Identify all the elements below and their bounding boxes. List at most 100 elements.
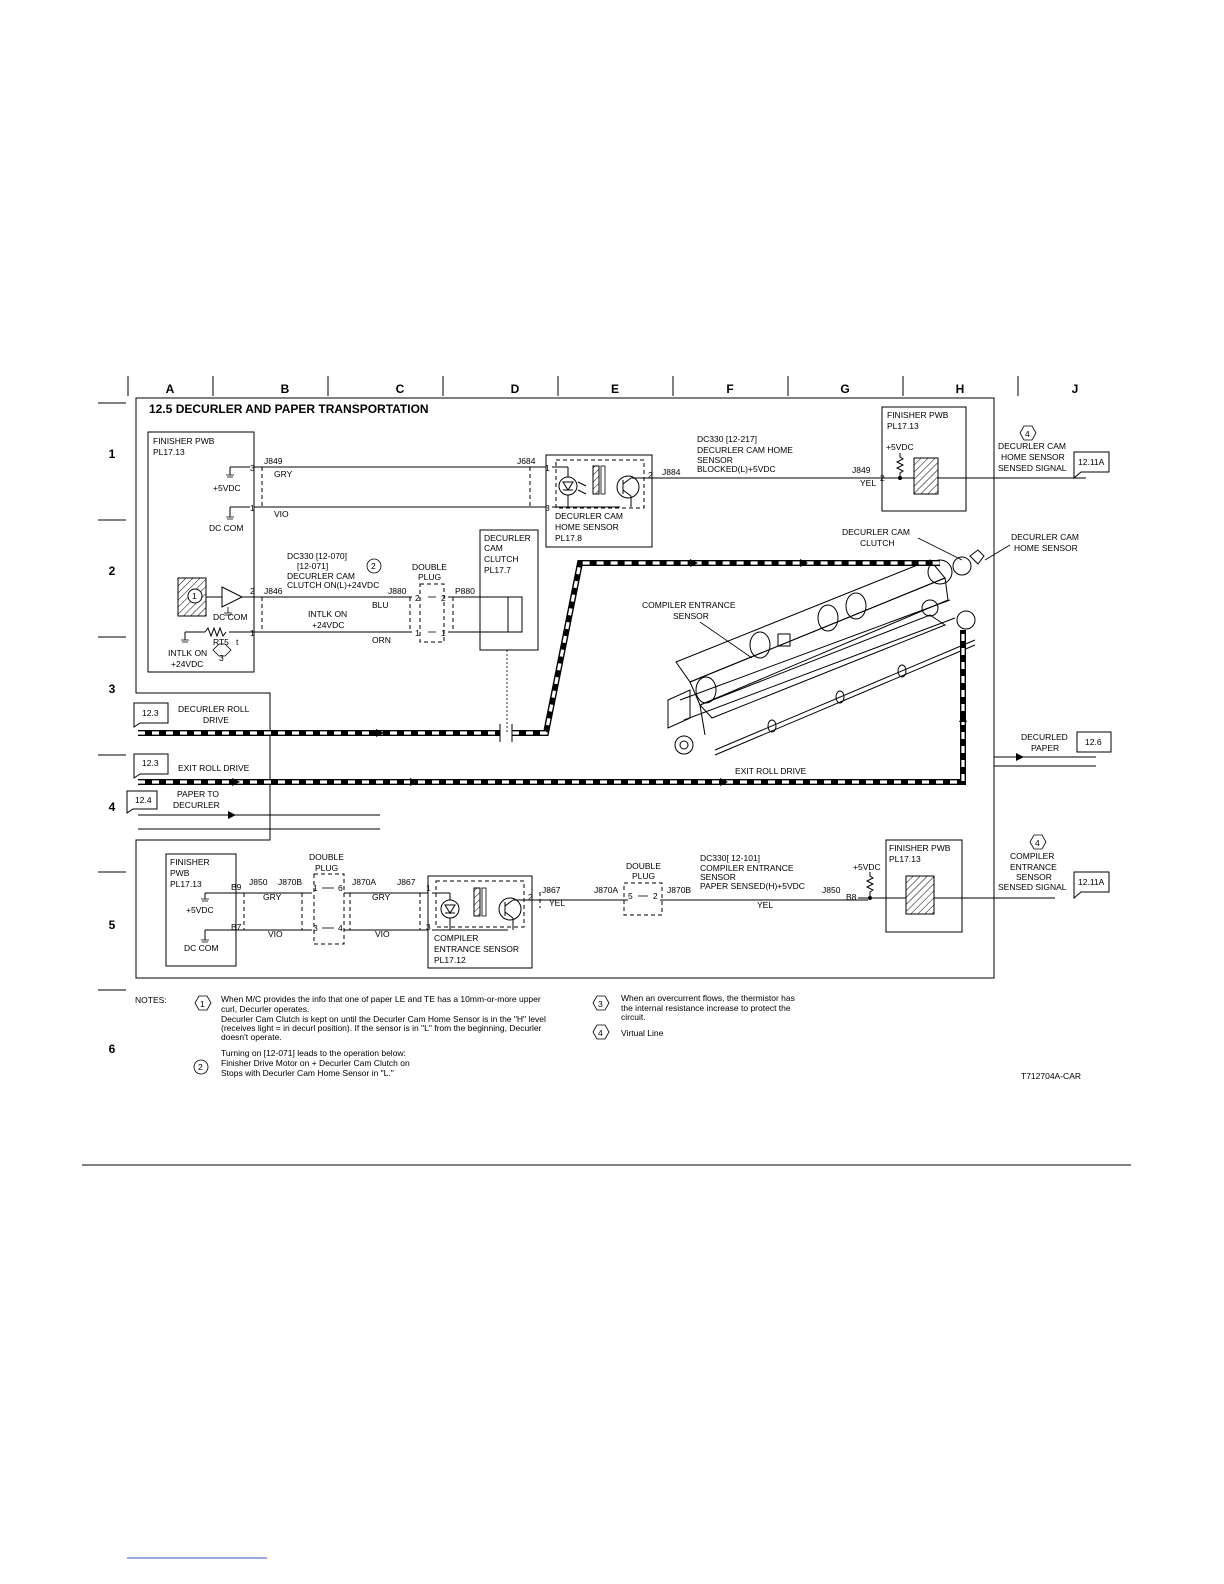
svg-text:3: 3 xyxy=(313,923,318,933)
double-plug-j880: DOUBLE PLUG 2 2 1 1 P880 xyxy=(412,562,508,643)
decurler-cam-clutch-box: DECURLER CAM CLUTCH PL17.7 xyxy=(479,529,539,733)
svg-text:1: 1 xyxy=(200,999,205,1009)
svg-text:J850: J850 xyxy=(822,885,841,895)
svg-text:J849: J849 xyxy=(852,465,871,475)
svg-text:12.4: 12.4 xyxy=(135,795,152,805)
svg-text:Stops with Decurler Cam Home S: Stops with Decurler Cam Home Sensor in "… xyxy=(221,1068,394,1078)
svg-text:YEL: YEL xyxy=(757,900,773,910)
svg-text:SENSOR: SENSOR xyxy=(697,455,733,465)
svg-text:(receives light = in decurl po: (receives light = in decurl position). I… xyxy=(221,1023,542,1033)
col-label: J xyxy=(1072,382,1079,396)
signal-cam-home: 4 DECURLER CAM HOME SENSOR SENSED SIGNAL… xyxy=(998,425,1110,480)
decurler-cam-home-sensor: 2 DECURLER CAM HOME SENSOR PL17.8 xyxy=(545,454,653,548)
svg-text:PWB: PWB xyxy=(170,868,190,878)
svg-text:SENSOR: SENSOR xyxy=(700,872,736,882)
svg-text:VIO: VIO xyxy=(268,929,283,939)
notes: NOTES: 1 When M/C provides the info that… xyxy=(135,993,1081,1081)
col-label: D xyxy=(511,382,520,396)
svg-text:DC COM: DC COM xyxy=(209,523,243,533)
svg-text:DC COM: DC COM xyxy=(213,612,247,622)
svg-text:J870A: J870A xyxy=(352,877,376,887)
svg-text:PL17.13: PL17.13 xyxy=(889,854,921,864)
row-label: 1 xyxy=(109,447,116,461)
svg-text:the internal resistance increa: the internal resistance increase to prot… xyxy=(621,1003,791,1013)
svg-text:HOME SENSOR: HOME SENSOR xyxy=(555,522,619,532)
svg-text:1: 1 xyxy=(415,628,420,638)
svg-text:1: 1 xyxy=(426,883,431,893)
col-label: G xyxy=(840,382,849,396)
svg-text:circuit.: circuit. xyxy=(621,1012,646,1022)
svg-text:DECURLER CAM: DECURLER CAM xyxy=(555,511,623,521)
svg-text:DECURLER ROLL: DECURLER ROLL xyxy=(178,704,250,714)
harness-j850-j870b: J850 J870B GRY VIO xyxy=(236,877,312,939)
svg-text:PAPER: PAPER xyxy=(1031,743,1059,753)
svg-text:ENTRANCE: ENTRANCE xyxy=(1010,862,1057,872)
drive-labels: 12.3 DECURLER ROLL DRIVE 12.3 EXIT ROLL … xyxy=(126,702,1112,814)
svg-text:6: 6 xyxy=(338,883,343,893)
row-label: 4 xyxy=(109,800,116,814)
double-plug-bottom-left: DOUBLE PLUG 1 6 3 4 xyxy=(309,852,345,945)
row-label: 3 xyxy=(109,682,116,696)
svg-text:DECURLER: DECURLER xyxy=(173,800,220,810)
svg-text:EXIT ROLL DRIVE: EXIT ROLL DRIVE xyxy=(735,766,807,776)
finisher-pwb-bottom-left: FINISHER PWB PL17.13 B9 +5VDC B7 DC COM xyxy=(165,853,242,967)
svg-text:PAPER TO: PAPER TO xyxy=(177,789,219,799)
dc330-clutch-label: DC330 [12-070] [12-071] DECURLER CAM CLU… xyxy=(287,551,382,590)
svg-text:1: 1 xyxy=(250,503,255,513)
svg-text:DOUBLE: DOUBLE xyxy=(626,861,661,871)
drive-paths xyxy=(138,559,1096,830)
svg-text:DC COM: DC COM xyxy=(184,943,218,953)
svg-text:ENTRANCE SENSOR: ENTRANCE SENSOR xyxy=(434,944,519,954)
svg-text:GRY: GRY xyxy=(372,892,391,902)
row-label: 6 xyxy=(109,1042,116,1056)
svg-text:+24VDC: +24VDC xyxy=(171,659,203,669)
svg-text:3: 3 xyxy=(250,463,255,473)
svg-text:2: 2 xyxy=(198,1062,203,1072)
svg-text:PL17.7: PL17.7 xyxy=(484,565,511,575)
svg-text:BLOCKED(L)+5VDC: BLOCKED(L)+5VDC xyxy=(697,464,776,474)
col-label: A xyxy=(166,382,175,396)
svg-text:PL17.12: PL17.12 xyxy=(434,955,466,965)
harness-j870a-j867: J870A J867 GRY VIO xyxy=(344,877,428,939)
svg-text:1: 1 xyxy=(250,628,255,638)
svg-text:B9: B9 xyxy=(231,882,242,892)
svg-text:Turning on [12-071] leads to t: Turning on [12-071] leads to the operati… xyxy=(221,1048,406,1058)
svg-text:CLUTCH ON(L)+24VDC: CLUTCH ON(L)+24VDC xyxy=(287,580,379,590)
svg-text:DECURLER CAM: DECURLER CAM xyxy=(842,527,910,537)
row-label: 5 xyxy=(109,918,116,932)
svg-text:PLUG: PLUG xyxy=(632,871,655,881)
svg-text:12.3: 12.3 xyxy=(142,758,159,768)
svg-text:VIO: VIO xyxy=(274,509,289,519)
svg-text:J870A: J870A xyxy=(594,885,618,895)
svg-text:B7: B7 xyxy=(231,922,242,932)
svg-text:+5VDC: +5VDC xyxy=(853,862,881,872)
svg-text:J867: J867 xyxy=(397,877,416,887)
svg-text:2: 2 xyxy=(250,586,255,596)
svg-text:J684: J684 xyxy=(517,456,536,466)
decurler-mechanism-illustration xyxy=(667,549,985,756)
svg-text:CLUTCH: CLUTCH xyxy=(860,538,894,548)
svg-text:J870B: J870B xyxy=(278,877,302,887)
harness-j884-j849: J884 DC330 [12-217] DECURLER CAM HOME SE… xyxy=(652,434,900,488)
svg-text:+5VDC: +5VDC xyxy=(186,905,214,915)
svg-text:curl, Decurler operates.: curl, Decurler operates. xyxy=(221,1004,309,1014)
svg-text:SENSOR: SENSOR xyxy=(1016,872,1052,882)
svg-text:2: 2 xyxy=(528,892,533,902)
figure-id: T712704A-CAR xyxy=(1021,1071,1081,1081)
svg-text:GRY: GRY xyxy=(263,892,282,902)
col-label: B xyxy=(281,382,290,396)
svg-text:FINISHER: FINISHER xyxy=(170,857,210,867)
svg-text:HOME SENSOR: HOME SENSOR xyxy=(1001,452,1065,462)
svg-text:1: 1 xyxy=(545,463,550,473)
row-label: 2 xyxy=(109,564,116,578)
svg-text:VIO: VIO xyxy=(375,929,390,939)
svg-text:FINISHER PWB: FINISHER PWB xyxy=(889,843,951,853)
svg-text:J849: J849 xyxy=(264,456,283,466)
svg-text:CAM: CAM xyxy=(484,543,503,553)
mechanism-labels: DECURLER CAM CLUTCH DECURLER CAM HOME SE… xyxy=(642,527,1079,659)
svg-text:DECURLER: DECURLER xyxy=(484,533,531,543)
svg-text:1: 1 xyxy=(441,628,446,638)
row-header: 1 2 3 4 5 6 xyxy=(98,402,126,1056)
svg-text:SENSED SIGNAL: SENSED SIGNAL xyxy=(998,882,1067,892)
svg-text:Virtual Line: Virtual Line xyxy=(621,1028,664,1038)
